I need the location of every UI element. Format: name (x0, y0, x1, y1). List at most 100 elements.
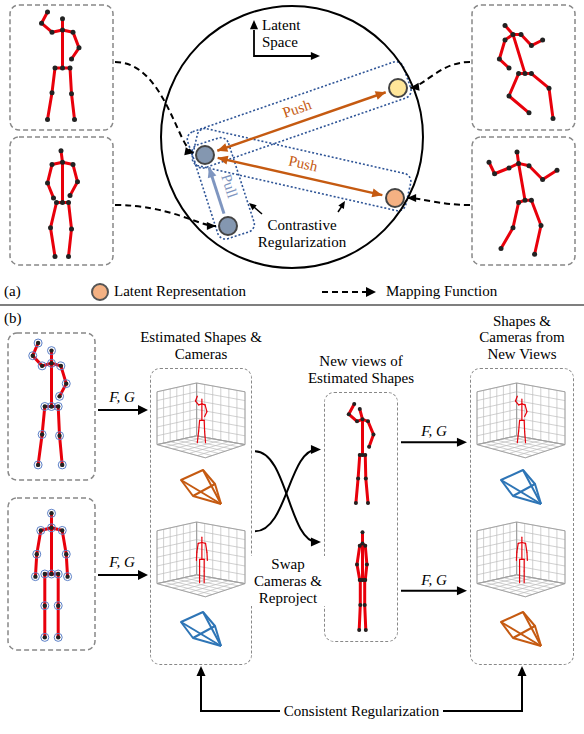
mapping-line (115, 62, 194, 153)
keypoint-ring (38, 430, 46, 438)
connector (255, 445, 321, 531)
joint (49, 511, 53, 515)
joint (39, 528, 43, 532)
keypoint-ring (33, 550, 41, 558)
joint (56, 603, 60, 607)
joint (59, 148, 64, 153)
joint (361, 417, 365, 421)
bone (519, 559, 520, 571)
arrow-head (518, 666, 527, 676)
joint (39, 21, 44, 26)
bone (499, 40, 505, 59)
latent-label: Push (280, 96, 313, 121)
bone (501, 228, 513, 249)
joint (358, 544, 362, 548)
joint (519, 32, 524, 37)
contrastive-pair (191, 127, 413, 212)
joint (358, 453, 362, 457)
keypoint-ring (48, 524, 56, 532)
joint (57, 394, 61, 398)
bone (51, 203, 57, 228)
joint (540, 38, 545, 43)
joint (68, 66, 73, 71)
arrow-head (375, 91, 386, 99)
keypoint-ring (48, 509, 56, 517)
bone (199, 559, 200, 571)
keypoint-ring (54, 633, 62, 641)
pose-frame (472, 5, 575, 130)
arrow-shaft (217, 92, 385, 150)
bone (195, 396, 197, 401)
bone (204, 559, 205, 571)
joint (523, 71, 528, 76)
joint (354, 501, 358, 505)
group-heading: New views of Estimated Shapes (296, 353, 426, 387)
plot-3d (477, 383, 565, 458)
joint (366, 501, 370, 505)
joint (355, 419, 359, 423)
joint (487, 160, 492, 165)
joint (497, 57, 502, 62)
arrow-head (457, 586, 467, 595)
keypoint-ring (41, 602, 49, 610)
grid-line (477, 566, 517, 575)
joint (43, 603, 47, 607)
joint (56, 572, 60, 576)
arrow-head (218, 156, 229, 165)
grid-line (190, 523, 191, 576)
joint (529, 43, 534, 48)
bone (526, 543, 527, 552)
joint (68, 193, 73, 198)
keypoint-ring (48, 359, 56, 367)
connector-line (255, 450, 317, 532)
grid-line (503, 386, 504, 439)
grid-line (548, 389, 549, 442)
bone (524, 559, 525, 571)
bone (517, 431, 518, 443)
bone (363, 580, 366, 605)
grid-face (477, 575, 565, 597)
keypoint-ring (38, 362, 46, 370)
grid-line (197, 548, 245, 557)
bone (57, 606, 60, 638)
joint (50, 90, 55, 95)
joint (43, 635, 47, 639)
figure-label: (a) (4, 283, 21, 300)
figure-label: (b) (4, 310, 22, 327)
joint (516, 71, 521, 76)
arrow-head (250, 20, 258, 29)
camera-edge (193, 496, 221, 504)
bone (365, 605, 366, 630)
connector-line (401, 441, 463, 443)
joint (551, 116, 556, 121)
keypoint-ring (56, 432, 64, 440)
joint (64, 381, 68, 385)
grid-face (157, 436, 245, 458)
skeleton (515, 396, 526, 442)
dashed-frame (324, 392, 398, 642)
joint (356, 476, 360, 480)
skeleton (355, 530, 369, 632)
bone (524, 571, 525, 583)
camera-edge (535, 626, 541, 646)
joint (75, 179, 80, 184)
joint (72, 117, 77, 122)
joint (50, 30, 55, 35)
joint (36, 341, 40, 345)
bone (61, 162, 64, 202)
joint (66, 200, 71, 205)
joint (31, 354, 35, 358)
legend-text: Mapping Function (386, 283, 497, 300)
joint (372, 433, 376, 437)
bone (361, 419, 364, 455)
camera-edge (215, 626, 221, 646)
bone (529, 166, 543, 180)
skeleton (516, 537, 527, 582)
mapping-curve (115, 205, 216, 230)
grid-face (197, 522, 245, 584)
joint (49, 404, 53, 408)
joint (69, 226, 74, 231)
joint (60, 200, 65, 205)
joint (54, 200, 59, 205)
pose-frame (8, 333, 95, 480)
